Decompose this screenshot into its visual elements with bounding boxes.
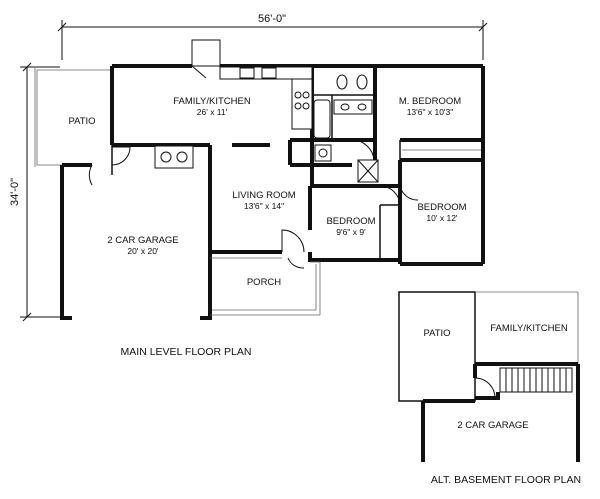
alt-patio-label: PATIO <box>423 328 450 339</box>
porch-outline <box>210 257 321 316</box>
alt-plan-caption: ALT. BASEMENT FLOOR PLAN <box>431 474 581 486</box>
door-swings <box>88 164 419 269</box>
kitchen-exterior-door <box>191 39 221 79</box>
living-room-size: 13'6" x 14" <box>244 201 284 211</box>
alt-basement-plan <box>398 291 580 462</box>
bedroom-2-label: BEDROOM <box>326 216 375 227</box>
porch-label: PORCH <box>247 277 281 288</box>
main-plan-caption: MAIN LEVEL FLOOR PLAN <box>121 346 252 358</box>
garage-size: 20' x 20' <box>127 246 159 256</box>
bedroom-3-size: 10' x 12' <box>426 213 458 223</box>
alt-family-kitchen-label: FAMILY/KITCHEN <box>490 323 568 334</box>
height-dimension: 34'-0" <box>9 62 60 322</box>
garage-label: 2 CAR GARAGE <box>107 235 178 246</box>
bedroom-3-label: BEDROOM <box>417 202 466 213</box>
bath-fixtures <box>313 74 375 162</box>
family-kitchen-size: 26' x 11' <box>197 107 228 117</box>
bedroom-2-size: 9'6" x 9' <box>336 227 366 237</box>
height-dimension-label: 34'-0" <box>9 178 21 206</box>
exterior-walls <box>60 64 485 320</box>
m-bedroom-size: 13'6" x 10'3" <box>407 107 454 117</box>
family-kitchen-label: FAMILY/KITCHEN <box>173 96 251 107</box>
width-dimension-label: 56'-0" <box>258 13 286 25</box>
living-room-label: LIVING ROOM <box>232 190 295 201</box>
kitchen-counter <box>219 66 313 130</box>
patio-label: PATIO <box>68 116 95 127</box>
m-bedroom-label: M. BEDROOM <box>399 96 461 107</box>
width-dimension: 56'-0" <box>57 13 488 60</box>
alt-garage-label: 2 CAR GARAGE <box>457 420 528 431</box>
